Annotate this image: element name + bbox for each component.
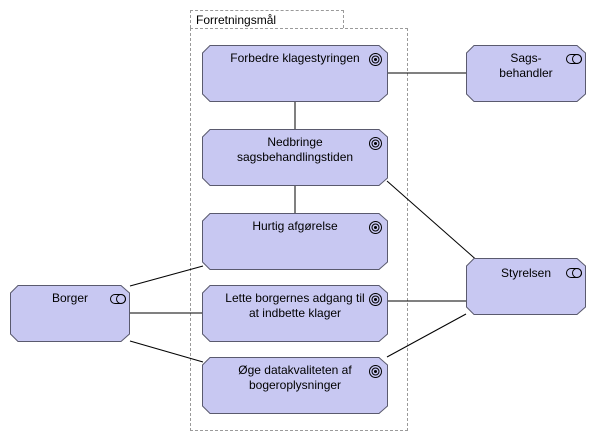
role-icon xyxy=(566,268,582,278)
group-tab: Forretningsmål xyxy=(190,10,344,28)
goal-label: Lette borgernes adgang til at indbette k… xyxy=(225,291,365,320)
goal-label: Hurtig afgørelse xyxy=(252,219,338,233)
goal-label: Nedbringe sagsbehandlingstiden xyxy=(236,135,354,164)
role-node-sagsbehandler[interactable]: Sags- behandler xyxy=(466,45,586,102)
role-label: Styrelsen xyxy=(500,266,552,280)
goal-label: Øge datakvaliteten af bogeroplysninger xyxy=(238,363,352,392)
group-label: Forretningsmål xyxy=(196,13,277,27)
role-label: Borger xyxy=(51,291,89,305)
goal-node-g2[interactable]: Nedbringe sagsbehandlingstiden xyxy=(202,129,388,186)
goal-icon xyxy=(369,137,382,150)
goal-label: Forbedre klagestyringen xyxy=(230,51,360,65)
goal-icon xyxy=(369,293,382,306)
goal-icon xyxy=(369,365,382,378)
goal-icon xyxy=(369,221,382,234)
connector-borger-g5 xyxy=(129,340,204,363)
connector-borger-g3 xyxy=(129,265,204,287)
goal-icon xyxy=(369,53,382,66)
goal-node-g5[interactable]: Øge datakvaliteten af bogeroplysninger xyxy=(202,357,388,414)
group-container xyxy=(190,28,408,431)
role-label: Sags- behandler xyxy=(499,51,553,80)
goal-node-g3[interactable]: Hurtig afgørelse xyxy=(202,213,388,270)
connector-g5-styrelsen xyxy=(386,313,467,358)
role-icon xyxy=(566,54,582,64)
role-node-borger[interactable]: Borger xyxy=(10,285,130,342)
goal-node-g1[interactable]: Forbedre klagestyringen xyxy=(202,45,388,102)
goal-node-g4[interactable]: Lette borgernes adgang til at indbette k… xyxy=(202,285,388,342)
connector-g2-styrelsen xyxy=(386,180,481,264)
role-icon xyxy=(110,294,126,304)
role-node-styrelsen[interactable]: Styrelsen xyxy=(466,258,586,315)
